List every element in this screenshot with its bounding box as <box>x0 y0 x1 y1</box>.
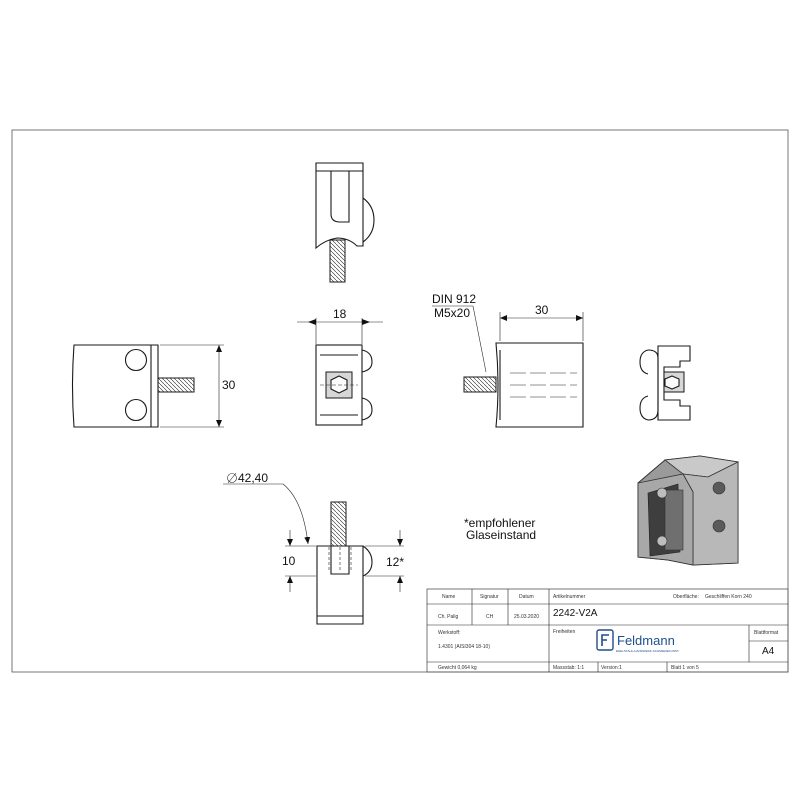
hdr-drawing-format: Blattformat <box>754 630 779 636</box>
company-tagline: EDELSTAHL-HANDWERK-SCHMIEDEKUNST <box>616 649 679 653</box>
hdr-name: Name <box>442 594 456 600</box>
note-line-2: Glaseinstand <box>466 528 536 542</box>
company-name: Feldmann <box>617 633 675 648</box>
bottom-view: 10 12* 42,40 <box>223 471 404 625</box>
hdr-date: Datum <box>519 594 534 600</box>
bottom-view-screw <box>330 501 347 547</box>
note-line-1: *empfohlener <box>464 516 535 530</box>
release-label: Freiheiten <box>553 629 575 635</box>
title-block: Name Signatur Datum Artikelnummer Oberfl… <box>426 588 789 673</box>
glass-depth-dim: 12* <box>386 555 404 569</box>
left-height-dim: 30 <box>222 378 236 392</box>
article-number-value: 2242-V2A <box>553 608 598 619</box>
top-view-screw <box>329 239 346 283</box>
material-value: 1.4301 (AISI304 18-10) <box>438 644 490 650</box>
top-view <box>315 162 375 283</box>
front-view: 18 <box>297 307 383 426</box>
bottom-height-dim: 10 <box>282 554 296 568</box>
right-width-dim: 30 <box>535 303 549 317</box>
top-width-dim: 18 <box>333 307 347 321</box>
left-view-screw <box>157 377 195 393</box>
screw-norm: DIN 912 <box>432 292 476 306</box>
diameter-dim: 42,40 <box>238 471 268 485</box>
format-value: A4 <box>762 646 775 657</box>
isometric-view <box>637 455 740 566</box>
signature-value: CH <box>486 614 494 620</box>
sheet-value: Blatt 1 von 5 <box>671 665 699 671</box>
feldmann-logo: Feldmann EDELSTAHL-HANDWERK-SCHMIEDEKUNS… <box>596 629 679 653</box>
hdr-article-number: Artikelnummer <box>553 594 586 600</box>
sheet-border <box>11 129 789 673</box>
left-view: 30 <box>71 344 236 428</box>
screw-size: M5x20 <box>434 306 470 320</box>
date-value: 25.03.2020 <box>514 614 539 620</box>
material-label: Werkstoff: <box>438 630 460 636</box>
scale-value: Massstab: 1:1 <box>553 665 584 671</box>
author-value: Ch. Palig <box>438 614 459 620</box>
version-value: Version:1 <box>601 665 622 671</box>
weight-value: Gewicht 0,064 kg <box>438 665 477 671</box>
right-view-screw <box>463 376 497 393</box>
hdr-signature: Signatur <box>480 594 499 600</box>
hdr-surface: Oberfläche: <box>673 594 699 600</box>
right-view: DIN 912 M5x20 30 <box>432 292 584 428</box>
surface-value: Geschliffen Korn 240 <box>705 594 752 600</box>
back-view <box>639 345 691 421</box>
